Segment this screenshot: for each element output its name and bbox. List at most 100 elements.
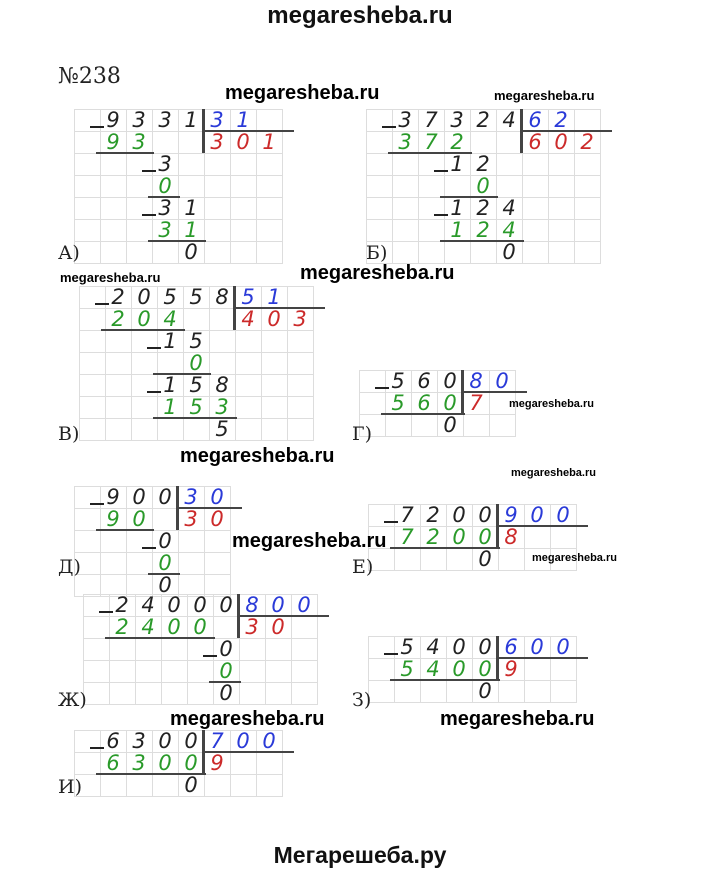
digit: 1 [163, 373, 177, 397]
digit: 8 [215, 373, 229, 397]
watermark: megaresheba.ru [60, 270, 161, 285]
problem-label: Г) [352, 423, 372, 445]
digit: 3 [132, 729, 146, 753]
divisor-digit: 0 [556, 635, 570, 659]
digit: 0 [184, 729, 198, 753]
digit: 0 [443, 413, 457, 437]
watermark: megaresheba.ru [225, 82, 380, 104]
subtraction-line [101, 329, 185, 331]
divisor-digit: 0 [262, 729, 276, 753]
quotient-digit: 1 [262, 130, 276, 154]
subtraction-line [105, 637, 215, 639]
digit: 0 [184, 240, 198, 264]
digit: 6 [417, 369, 431, 393]
digit: 0 [478, 547, 492, 571]
minus-sign [382, 126, 396, 128]
digit: 3 [132, 751, 146, 775]
digit: 5 [391, 369, 405, 393]
quotient-digit: 2 [580, 130, 594, 154]
digit: 4 [502, 218, 516, 242]
quotient-line [237, 615, 329, 617]
digit: 4 [163, 307, 177, 331]
minus-sign [147, 391, 161, 393]
divisor-digit: 0 [210, 485, 224, 509]
digit: 2 [476, 196, 490, 220]
watermark: megaresheba.ru [300, 262, 455, 284]
watermark: megaresheba.ru [509, 398, 594, 410]
subtraction-line [148, 573, 180, 575]
digit: 0 [452, 635, 466, 659]
divisor-digit: 0 [271, 593, 285, 617]
digit: 0 [478, 503, 492, 527]
quotient-digit: 9 [504, 657, 518, 681]
minus-sign [142, 214, 156, 216]
watermark: megaresheba.ru [532, 552, 617, 564]
divisor-digit: 2 [554, 108, 568, 132]
quotient-digit: 7 [469, 391, 483, 415]
subtraction-line [153, 373, 211, 375]
quotient-digit: 0 [210, 507, 224, 531]
minus-sign [142, 170, 156, 172]
digit: 6 [106, 751, 120, 775]
digit: 0 [158, 485, 172, 509]
digit: 0 [167, 615, 181, 639]
digit: 2 [115, 593, 129, 617]
divisor-digit: 3 [184, 485, 198, 509]
digit: 0 [158, 729, 172, 753]
subtraction-line [96, 529, 154, 531]
digit: 5 [189, 329, 203, 353]
watermark: megaresheba.ru [511, 467, 596, 479]
grid-paper [83, 594, 318, 705]
digit: 1 [163, 395, 177, 419]
digit: 0 [219, 681, 233, 705]
subtraction-line [388, 152, 472, 154]
watermark: megaresheba.ru [170, 708, 325, 730]
digit: 5 [391, 391, 405, 415]
digit: 0 [452, 525, 466, 549]
problem-label: Б) [366, 242, 388, 264]
digit: 6 [106, 729, 120, 753]
digit: 0 [158, 529, 172, 553]
quotient-line [202, 130, 294, 132]
minus-sign [375, 387, 389, 389]
subtraction-line [153, 417, 237, 419]
digit: 0 [132, 485, 146, 509]
quotient-line [233, 307, 325, 309]
digit: 1 [184, 196, 198, 220]
digit: 0 [184, 773, 198, 797]
digit: 4 [502, 196, 516, 220]
grid-paper [359, 370, 516, 437]
digit: 5 [215, 417, 229, 441]
digit: 1 [184, 108, 198, 132]
digit: 2 [476, 108, 490, 132]
grid-paper [74, 109, 283, 264]
digit: 0 [167, 593, 181, 617]
digit: 0 [443, 391, 457, 415]
subtraction-line [96, 773, 206, 775]
problem-label: И) [58, 776, 82, 798]
subtraction-line [440, 240, 524, 242]
digit: 3 [158, 218, 172, 242]
digit: 2 [450, 130, 464, 154]
quotient-digit: 4 [241, 307, 255, 331]
divisor-digit: 1 [267, 285, 281, 309]
digit: 0 [219, 637, 233, 661]
digit: 0 [476, 174, 490, 198]
digit: 5 [400, 657, 414, 681]
digit: 5 [400, 635, 414, 659]
digit: 0 [158, 751, 172, 775]
digit: 0 [502, 240, 516, 264]
digit: 2 [111, 307, 125, 331]
digit: 3 [450, 108, 464, 132]
digit: 0 [193, 593, 207, 617]
divisor-digit: 0 [236, 729, 250, 753]
digit: 1 [450, 196, 464, 220]
subtraction-line [96, 152, 154, 154]
digit: 0 [219, 659, 233, 683]
quotient-digit: 9 [210, 751, 224, 775]
quotient-line [176, 507, 242, 509]
minus-sign [384, 521, 398, 523]
digit: 0 [137, 285, 151, 309]
divisor-digit: 0 [495, 369, 509, 393]
digit: 3 [158, 196, 172, 220]
